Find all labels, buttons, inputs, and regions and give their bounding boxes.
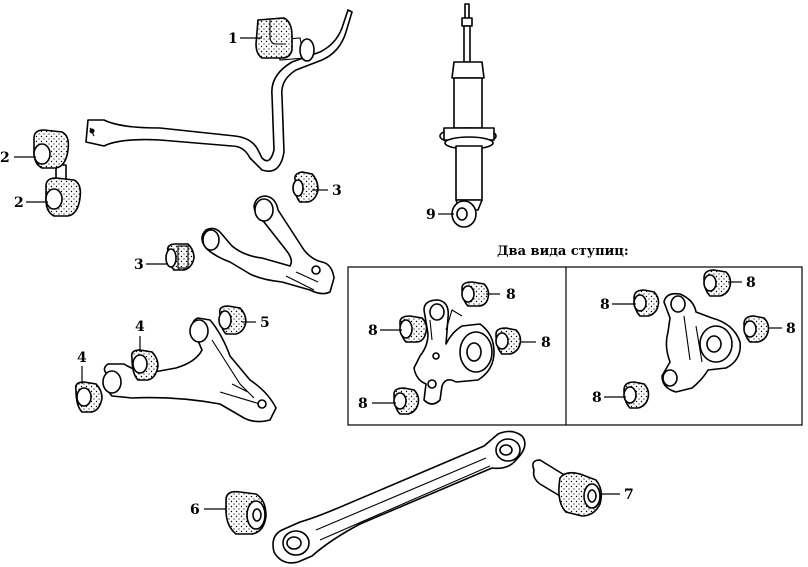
hubs-title: Два вида ступиц: [497,244,629,259]
bushing-8-a-left [399,315,428,343]
callout-3-lower: 3 [134,257,144,273]
callout-2-upper: 2 [0,150,10,166]
stabilizer-bar [85,9,353,172]
bushing-3-lower [165,243,195,271]
callout-8-a-top: 8 [506,287,516,303]
callout-8-b-left: 8 [600,297,610,313]
bushing-1 [255,17,293,59]
bushing-8-b-bottom [623,381,650,409]
callout-4-upper: 4 [135,319,145,335]
callout-3-upper: 3 [332,183,342,199]
hubs-frame [347,266,803,426]
shock-absorber [439,3,497,211]
bushing-8-b-right [743,315,770,343]
bushing-8-a-right [495,327,522,355]
bushing-9 [451,200,477,228]
lateral-link [272,430,526,564]
callout-2-lower: 2 [14,195,24,211]
bushing-7 [532,459,603,517]
callout-8-a-left: 8 [368,323,378,339]
bushing-8-b-left [633,289,660,317]
bushing-8-a-top [461,281,490,307]
callout-6: 6 [190,502,200,518]
bushing-5 [218,305,247,335]
hub-knuckle-variant-b [661,292,742,393]
bushing-8-a-bottom [393,387,420,415]
bushing-8-b-top [703,269,732,297]
callout-8-b-right: 8 [786,321,796,337]
callout-7: 7 [624,487,634,503]
callout-1: 1 [228,31,238,47]
upper-control-arm [201,195,335,295]
callout-4-lower: 4 [77,350,87,366]
callout-5: 5 [260,315,270,331]
callout-9: 9 [426,207,436,223]
hub-knuckle-variant-a [413,299,495,405]
callout-8-a-bottom: 8 [358,396,368,412]
bushing-6 [225,490,267,535]
callout-8-a-right: 8 [541,335,551,351]
callout-8-b-bottom: 8 [592,390,602,406]
bushing-4-upper [130,349,159,381]
callout-8-b-top: 8 [746,275,756,291]
bushing-3-upper [292,171,319,203]
bushing-4-lower [74,381,103,413]
lower-control-arm [102,317,277,423]
leader-lines [14,37,782,510]
stabilizer-link [33,129,82,217]
